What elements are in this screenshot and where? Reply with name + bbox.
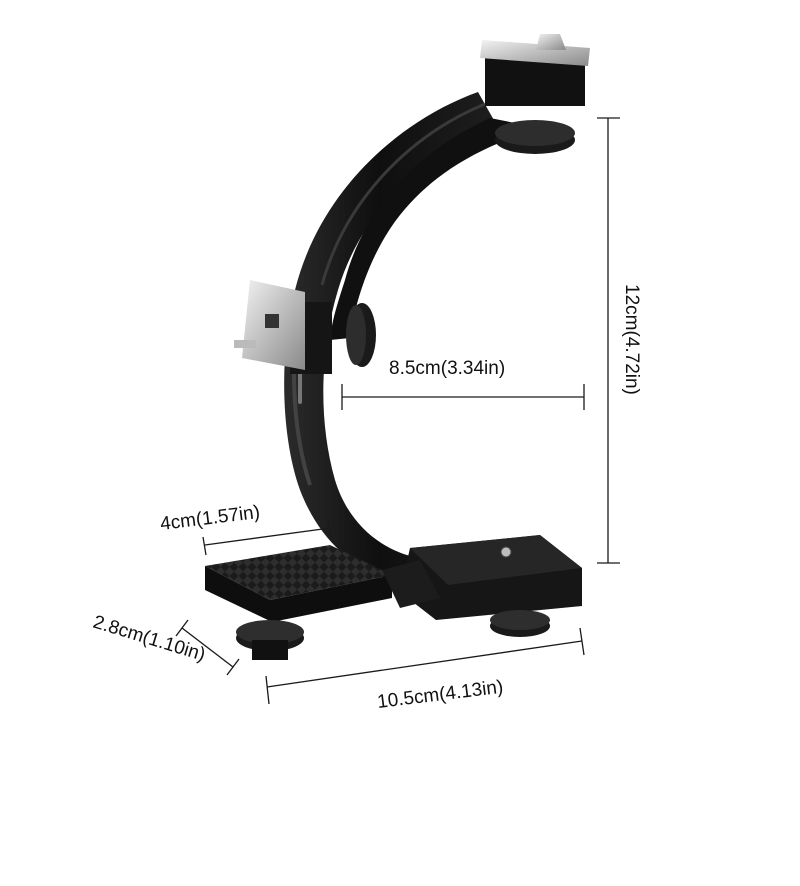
plate-width-label: 4cm(1.57in) [159,502,261,535]
side-shoe-mount [234,280,332,374]
c-bracket [205,34,590,660]
bracket-base-top [410,535,582,585]
knob-middle[interactable] [346,303,376,367]
dimension-plate-width: 4cm(1.57in) [159,502,332,556]
base-length-label: 10.5cm(4.13in) [376,677,504,713]
bracket-joint [382,560,440,608]
plate-depth-label: 2.8cm(1.10in) [91,612,208,666]
bracket-arm-outer [284,92,495,585]
dimension-height: 12cm(4.72in) [597,117,642,564]
knob-top[interactable] [495,120,575,154]
knob-right-bottom[interactable] [490,610,550,637]
grip-plate-side [205,566,392,622]
dimension-inner-width: 8.5cm(3.34in) [341,358,585,410]
height-label: 12cm(4.72in) [621,284,642,395]
dimension-plate-depth: 2.8cm(1.10in) [91,612,240,676]
tripod-screw-hole [500,546,512,558]
top-shoe-mount [480,34,590,106]
inner-width-label: 8.5cm(3.34in) [389,358,505,379]
grip-plate [205,545,392,600]
knob-left-bottom[interactable] [236,620,304,660]
bracket-arm-slot [320,102,486,286]
dimension-base-length: 10.5cm(4.13in) [265,627,585,713]
